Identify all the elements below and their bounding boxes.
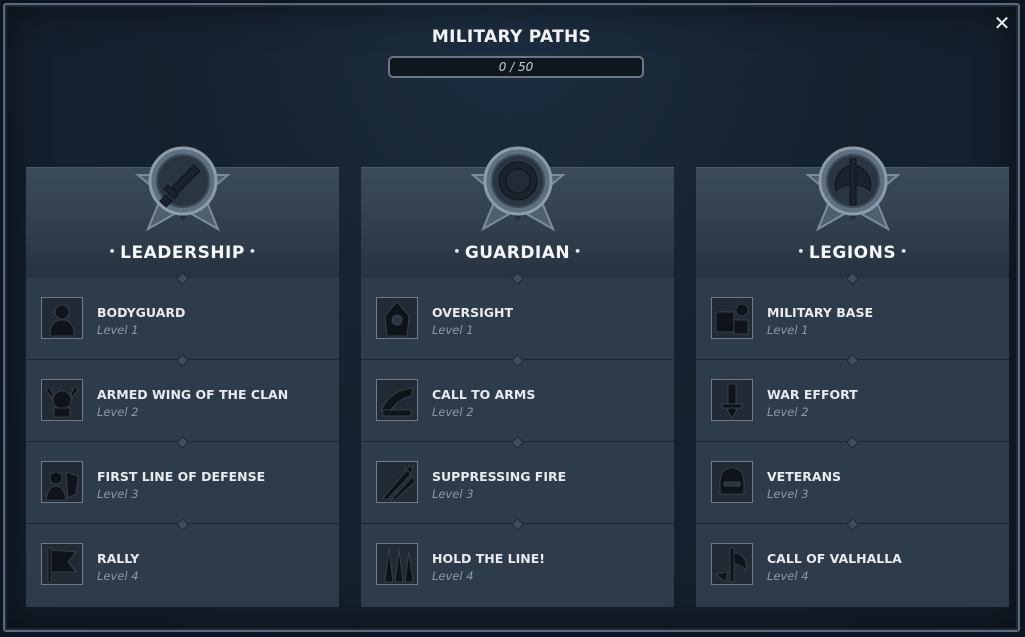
- skill-level: Level 1: [97, 323, 139, 337]
- skill-name: OVERSIGHT: [432, 305, 514, 320]
- skill-level: Level 2: [432, 405, 474, 419]
- skill-row[interactable]: OVERSIGHT Level 1: [361, 272, 674, 360]
- skill-level: Level 1: [432, 323, 474, 337]
- path-title-guardian: •GUARDIAN•: [361, 243, 674, 263]
- battle-axe-icon: [778, 125, 928, 235]
- skill-row[interactable]: WAR EFFORT Level 2: [696, 354, 1009, 442]
- skill-row[interactable]: HOLD THE LINE! Level 4: [361, 518, 674, 607]
- path-name: LEADERSHIP: [120, 243, 245, 263]
- path-column-legions: •LEGIONS• MILITARY BASE Level 1 WAR EFFORT L…: [696, 146, 1009, 610]
- path-title-leadership: •LEADERSHIP•: [26, 243, 339, 263]
- skill-level: Level 3: [432, 487, 474, 501]
- skill-list: OVERSIGHT Level 1 CALL TO ARMS Level 2 SUPPR…: [361, 272, 674, 607]
- bullet-icon: •: [797, 245, 805, 258]
- path-name: LEGIONS: [808, 243, 897, 263]
- defender-icon: [41, 461, 83, 503]
- page-title: MILITARY PATHS: [431, 27, 592, 47]
- hooded-guard-icon: [376, 297, 418, 339]
- skill-level: Level 1: [767, 323, 809, 337]
- skill-name: MILITARY BASE: [767, 305, 874, 320]
- skill-name: ARMED WING OF THE CLAN: [97, 387, 289, 402]
- skill-name: CALL OF VALHALLA: [767, 551, 902, 566]
- skill-name: HOLD THE LINE!: [432, 551, 545, 566]
- sword-blade-icon: [711, 379, 753, 421]
- progress-text: 0 / 50: [498, 60, 534, 74]
- path-name: GUARDIAN: [464, 243, 571, 263]
- bullet-icon: •: [108, 245, 117, 258]
- skill-level: Level 4: [432, 569, 474, 583]
- axe-icon: [711, 543, 753, 585]
- horned-helmet-icon: [41, 379, 83, 421]
- skill-name: WAR EFFORT: [767, 387, 858, 402]
- skill-name: BODYGUARD: [97, 305, 186, 320]
- skill-level: Level 2: [767, 405, 809, 419]
- path-header-legions[interactable]: •LEGIONS•: [696, 146, 1009, 278]
- military-paths-window: ✕ MILITARY PATHS 0 / 50 •LEADERSHIP•BODY…: [3, 3, 1020, 632]
- round-shield-icon: [443, 125, 593, 235]
- skill-name: CALL TO ARMS: [432, 387, 536, 402]
- sword-icon: [108, 125, 258, 235]
- path-header-leadership[interactable]: •LEADERSHIP•: [26, 146, 339, 278]
- skill-level: Level 3: [767, 487, 809, 501]
- skill-level: Level 3: [97, 487, 139, 501]
- spear-wall-icon: [376, 543, 418, 585]
- skill-list: BODYGUARD Level 1 ARMED WING OF THE CLAN Le…: [26, 272, 339, 607]
- skill-row[interactable]: BODYGUARD Level 1: [26, 272, 339, 360]
- skill-row[interactable]: CALL OF VALHALLA Level 4: [696, 518, 1009, 607]
- bullet-icon: •: [900, 245, 908, 258]
- skill-name: SUPPRESSING FIRE: [432, 469, 567, 484]
- bullet-icon: •: [453, 245, 461, 258]
- path-header-guardian[interactable]: •GUARDIAN•: [361, 146, 674, 278]
- path-column-guardian: •GUARDIAN• OVERSIGHT Level 1 CALL TO ARMS Le…: [361, 146, 674, 610]
- skill-row[interactable]: VETERANS Level 3: [696, 436, 1009, 524]
- forge-icon: [711, 297, 753, 339]
- war-horn-icon: [376, 379, 418, 421]
- skill-row[interactable]: SUPPRESSING FIRE Level 3: [361, 436, 674, 524]
- bullet-icon: •: [248, 245, 257, 258]
- bullet-icon: •: [574, 245, 582, 258]
- skill-name: FIRST LINE OF DEFENSE: [97, 469, 266, 484]
- skill-level: Level 4: [97, 569, 139, 583]
- path-title-legions: •LEGIONS•: [696, 243, 1009, 263]
- skill-name: VETERANS: [767, 469, 842, 484]
- skill-name: RALLY: [97, 551, 140, 566]
- arrows-icon: [376, 461, 418, 503]
- veteran-helmet-icon: [711, 461, 753, 503]
- skill-row[interactable]: ARMED WING OF THE CLAN Level 2: [26, 354, 339, 442]
- skill-row[interactable]: MILITARY BASE Level 1: [696, 272, 1009, 360]
- path-column-leadership: •LEADERSHIP• BODYGUARD Level 1 ARMED WING O…: [26, 146, 339, 610]
- skill-row[interactable]: FIRST LINE OF DEFENSE Level 3: [26, 436, 339, 524]
- skill-row[interactable]: CALL TO ARMS Level 2: [361, 354, 674, 442]
- armored-warrior-icon: [41, 297, 83, 339]
- war-banner-icon: [41, 543, 83, 585]
- progress-bar: 0 / 50: [388, 56, 644, 78]
- close-icon[interactable]: ✕: [993, 11, 1011, 35]
- skill-list: MILITARY BASE Level 1 WAR EFFORT Level 2 VET…: [696, 272, 1009, 607]
- skill-row[interactable]: RALLY Level 4: [26, 518, 339, 607]
- skill-level: Level 2: [97, 405, 139, 419]
- skill-level: Level 4: [767, 569, 809, 583]
